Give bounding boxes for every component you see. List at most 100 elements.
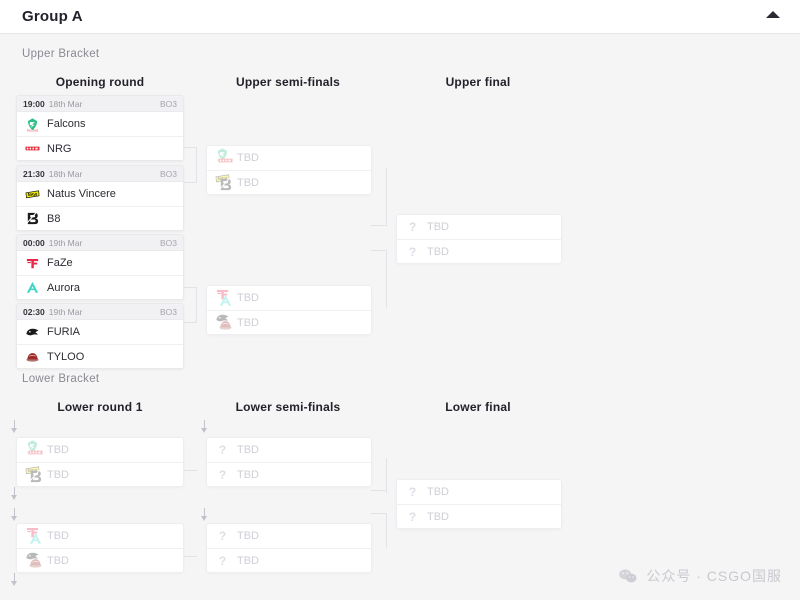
faze-logo [215,287,230,302]
drop-arrow-icon [10,573,19,587]
chevron-up-icon[interactable] [766,11,780,18]
match-card[interactable]: 00:00 19th Mar BO3 FaZe Aurora [16,234,184,300]
match-time: 00:00 [23,237,45,248]
pending-team-logos [25,525,43,546]
column-header-upper-semi-finals: Upper semi-finals [235,75,341,89]
match-team-row[interactable]: B8 [17,206,183,230]
team-name-tbd: TBD [237,152,259,164]
group-header[interactable]: Group A [0,0,800,34]
question-mark-icon: ? [218,529,227,543]
upper-bracket-label: Upper Bracket [22,48,100,60]
question-mark-icon: ? [408,220,417,234]
match-team-row-tbd[interactable]: ? TBD [397,480,561,504]
aurora-logo [218,293,233,308]
match-team-row[interactable]: NAVI Natus Vincere [17,182,183,206]
match-team-row[interactable]: Aurora [17,275,183,299]
tyloo-logo [28,555,43,570]
match-team-row-tbd[interactable]: FALCONS TBD [207,146,371,170]
match-team-row-tbd[interactable]: ? TBD [397,239,561,263]
match-card-tbd[interactable]: ? TBD ? TBD [396,479,562,529]
question-mark-icon: ? [218,467,227,482]
match-card-tbd[interactable]: TBD TBD [206,285,372,335]
connector [183,556,197,557]
match-card-tbd[interactable]: FALCONS TBD NAVI [206,145,372,195]
team-name-tbd: TBD [47,444,69,456]
match-date: 19th Mar [48,306,83,317]
connector [386,168,387,226]
match-card-tbd[interactable]: ? TBD ? TBD [206,523,372,573]
match-team-row-tbd[interactable]: TBD [17,548,183,572]
aurora-logo [28,531,43,546]
team-name-tbd: TBD [237,316,259,329]
column-header-lower-round-1: Lower round 1 [57,400,143,414]
connector [386,250,387,308]
team-name: FURIA [47,326,80,338]
match-date: 19th Mar [48,237,83,248]
column-header-lower-final: Lower final [445,400,511,414]
match-card[interactable]: 02:30 19th Mar BO3 FURIA TYLOO [16,303,184,369]
match-card[interactable]: 21:30 18th Mar BO3 NAVI Natus Vincere B8 [16,165,184,231]
team-name: NRG [47,142,72,155]
svg-text:NAVI: NAVI [28,468,38,473]
match-team-row[interactable]: TYLOO [17,344,183,368]
match-time: 19:00 [23,98,45,109]
match-team-row-tbd[interactable]: ? TBD [207,438,371,462]
furia-logo [25,549,40,564]
team-name-tbd: TBD [427,245,449,258]
match-team-row-tbd[interactable]: ? TBD [207,524,371,548]
match-team-row-tbd[interactable]: TBD [207,310,371,334]
match-team-row[interactable]: FALCONS Falcons [17,112,183,136]
column-header-upper-final: Upper final [445,75,511,89]
match-team-row-tbd[interactable]: ? TBD [207,462,371,486]
match-team-row-tbd[interactable]: NAVI TBD [207,170,371,194]
match-format: BO3 [159,168,177,179]
question-mark-icon: ? [218,553,227,568]
team-name-tbd: TBD [237,530,259,542]
drop-arrow-icon [10,487,19,501]
match-team-row-tbd[interactable]: FALCONS TBD [17,438,183,462]
match-team-row[interactable]: FaZe [17,251,183,275]
match-team-row-tbd[interactable]: ? TBD [397,215,561,239]
tyloo-logo [218,317,233,332]
furia-logo [215,311,230,326]
match-card-tbd[interactable]: TBD TBD [16,523,184,573]
team-name: Natus Vincere [47,188,116,200]
falcons-logo: FALCONS [215,147,230,162]
match-format: BO3 [159,98,177,109]
pending-team-logos [25,549,43,570]
match-team-row-tbd[interactable]: TBD [17,524,183,548]
question-mark-icon: ? [408,244,417,259]
drop-arrow-icon [10,508,19,522]
match-card-tbd[interactable]: FALCONS TBD NAVI [16,437,184,487]
team-name: TYLOO [47,350,85,363]
match-date: 18th Mar [48,168,83,179]
match-team-row[interactable]: FURIA [17,320,183,344]
aurora-logo [25,280,40,295]
match-card-tbd[interactable]: ? TBD ? TBD [396,214,562,264]
svg-text:NAVI: NAVI [218,176,228,181]
match-team-row[interactable]: NRG [17,136,183,160]
drop-arrow-icon [200,420,209,434]
pending-team-logos: FALCONS [25,439,43,459]
match-card[interactable]: 19:00 18th Mar BO3 FALCONS Falcons NRG [16,95,184,161]
connector [196,147,197,183]
question-mark-icon: ? [408,509,417,524]
navi-logo: NAVI [25,187,40,202]
faze-logo [25,525,40,540]
falcons-logo: FALCONS [25,439,40,454]
match-team-row-tbd[interactable]: ? TBD [397,504,561,528]
pending-team-logos [215,311,233,332]
drop-arrow-icon [200,508,209,522]
nrg-logo [218,153,233,168]
watermark: 公众号 · CSGO国服 [618,566,782,586]
connector [371,513,387,514]
match-team-row-tbd[interactable]: ? TBD [207,548,371,572]
match-team-row-tbd[interactable]: TBD [207,286,371,310]
connector [386,458,387,493]
match-format: BO3 [159,306,177,317]
match-card-tbd[interactable]: ? TBD ? TBD [206,437,372,487]
team-name-tbd: TBD [47,530,69,542]
connector [386,513,387,548]
match-date: 18th Mar [48,98,83,109]
match-team-row-tbd[interactable]: NAVI TBD [17,462,183,486]
